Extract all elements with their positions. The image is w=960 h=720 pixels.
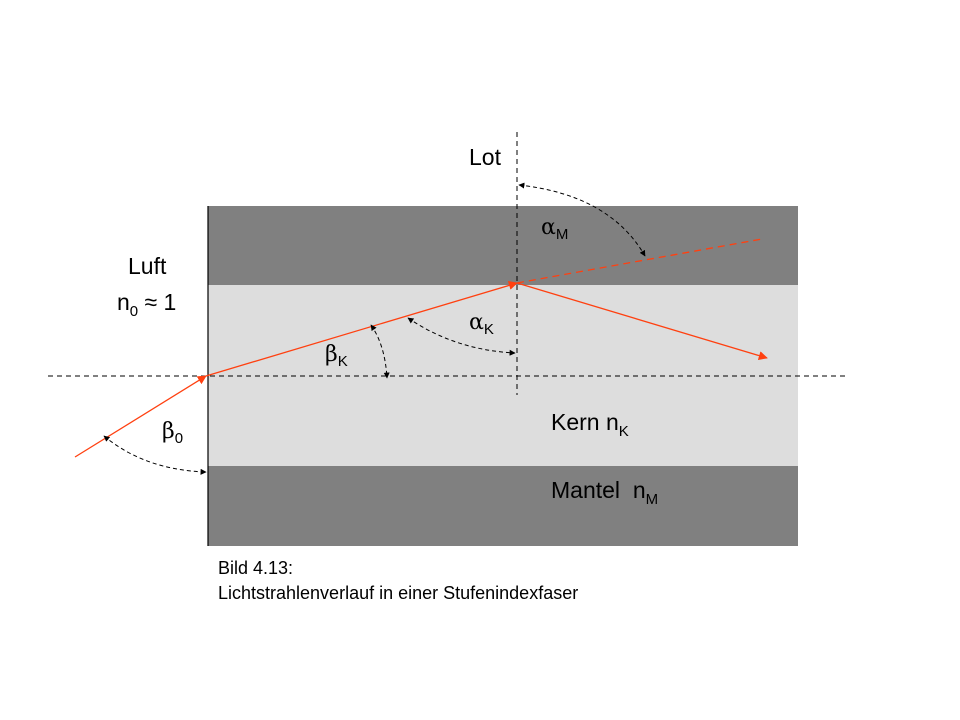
kern-label: Kern nK xyxy=(551,409,629,440)
beta-0-label: β0 xyxy=(162,419,183,447)
lot-label: Lot xyxy=(469,144,502,170)
mantel-bottom xyxy=(208,466,798,546)
caption-text: Lichtstrahlenverlauf in einer Stufeninde… xyxy=(218,583,579,603)
angle-arc-alpha-m xyxy=(518,182,646,257)
incident-ray xyxy=(74,375,207,458)
angle-arc-beta-k xyxy=(370,324,390,379)
n0-label: n0 ≈ 1 xyxy=(117,289,176,320)
angle-arc-alpha-k xyxy=(407,317,516,356)
alpha-k-label: αK xyxy=(469,310,494,338)
alpha-m-label: αM xyxy=(541,215,568,243)
mantel-top xyxy=(208,206,798,285)
figure-caption: Bild 4.13: Lichtstrahlenverlauf in einer… xyxy=(218,556,578,606)
angle-arc-beta-0 xyxy=(103,435,207,475)
mantel-label: Mantel nM xyxy=(551,477,658,508)
luft-label: Luft xyxy=(128,253,167,279)
reflected-ray xyxy=(516,282,768,361)
refracted-ray-dashed xyxy=(516,238,763,284)
beta-k-label: βK xyxy=(325,342,348,370)
core-ray xyxy=(205,280,518,377)
caption-number: Bild 4.13: xyxy=(218,558,294,578)
